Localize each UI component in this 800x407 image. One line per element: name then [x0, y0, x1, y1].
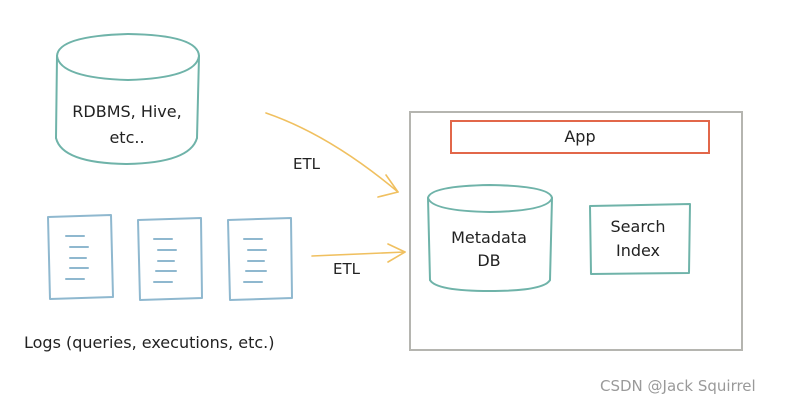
search-index-label-line1: Search	[611, 217, 666, 236]
metadata-db-cylinder: Metadata DB	[427, 184, 553, 292]
logs-label: Logs (queries, executions, etc.)	[24, 333, 274, 352]
app-box: App	[450, 120, 710, 154]
database-label-line1: RDBMS, Hive,	[72, 102, 181, 121]
watermark-text: CSDN @Jack Squirrel	[600, 377, 756, 395]
system-frame	[409, 111, 743, 351]
log-document-1	[47, 214, 114, 300]
etl-arrow-bottom	[311, 243, 406, 263]
log-document-3	[227, 217, 293, 301]
etl-arrow-top	[265, 112, 399, 198]
etl-label-top: ETL	[293, 155, 321, 173]
database-label-line2: etc..	[109, 128, 144, 147]
metadata-db-label-line2: DB	[477, 251, 500, 270]
source-database-cylinder: RDBMS, Hive, etc..	[55, 33, 200, 165]
app-label: App	[564, 127, 595, 146]
search-index-box: Search Index	[589, 203, 691, 275]
log-document-2	[137, 217, 203, 301]
search-index-label-line2: Index	[616, 241, 660, 260]
etl-label-bottom: ETL	[333, 260, 361, 278]
metadata-db-label-line1: Metadata	[451, 228, 527, 247]
